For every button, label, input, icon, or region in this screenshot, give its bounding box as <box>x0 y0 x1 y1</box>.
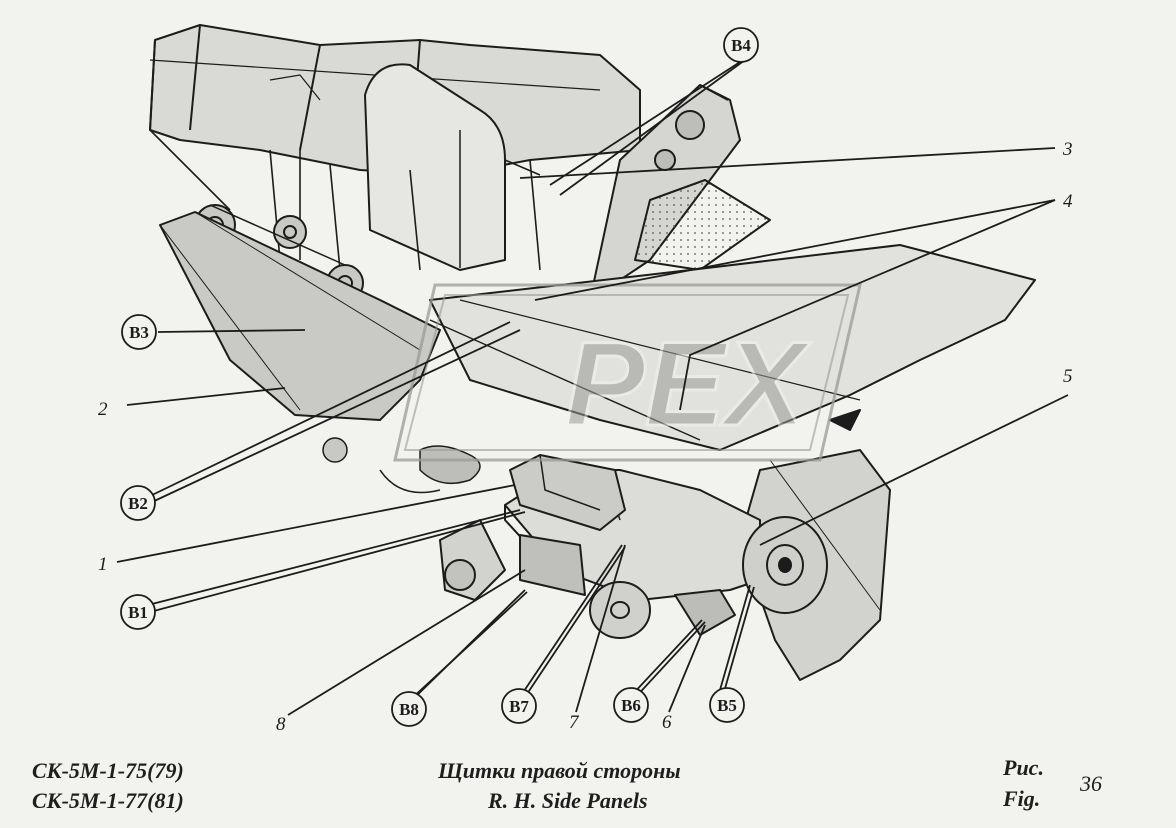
model-line-2: СК-5М-1-77(81) <box>32 788 184 813</box>
support-leg <box>439 519 506 601</box>
watermark-text: PEX <box>565 317 812 451</box>
svg-text:B7: B7 <box>509 697 529 716</box>
figure-title-ru: Щитки правой стороны <box>438 758 681 783</box>
model-line-1: СК-5М-1-75(79) <box>32 758 184 783</box>
fig-label-en: Fig. <box>1003 786 1041 811</box>
callout-b1: B1 <box>120 594 156 630</box>
svg-text:B1: B1 <box>128 603 148 622</box>
callout-b2: B2 <box>120 485 156 521</box>
left-side-panel <box>159 211 441 421</box>
plate-b6 <box>674 589 736 636</box>
label-4: 4 <box>1063 191 1073 212</box>
figure-number: 36 <box>1080 771 1102 796</box>
leader-lines <box>116 59 1069 716</box>
label-8: 8 <box>276 714 286 735</box>
figure-title-en: R. H. Side Panels <box>488 788 648 813</box>
engine-cover <box>364 63 506 271</box>
frame-struts <box>149 129 541 271</box>
label-1: 1 <box>98 554 108 575</box>
label-7: 7 <box>569 712 580 733</box>
svg-text:B6: B6 <box>621 696 641 715</box>
svg-text:B3: B3 <box>129 323 149 342</box>
lower-drive-wheel <box>589 581 651 639</box>
fig-label-ru: Рис. <box>1003 755 1044 780</box>
machine-drawing <box>149 24 1036 681</box>
svg-text:B2: B2 <box>128 494 148 513</box>
callout-b3: B3 <box>121 314 157 350</box>
callout-b7: B7 <box>501 688 537 724</box>
label-3: 3 <box>1062 139 1073 160</box>
callout-b6: B6 <box>613 687 649 723</box>
svg-text:B5: B5 <box>717 696 737 715</box>
watermark: PEX <box>393 283 862 462</box>
right-pulley <box>742 516 828 614</box>
perforated-panel <box>634 179 771 271</box>
label-5: 5 <box>1063 366 1073 387</box>
callout-b8: B8 <box>391 691 427 727</box>
label-2: 2 <box>98 399 108 420</box>
spring-assembly <box>322 437 481 494</box>
svg-text:B4: B4 <box>731 36 751 55</box>
callout-b4: B4 <box>723 27 759 63</box>
svg-text:B8: B8 <box>399 700 419 719</box>
shield-box-b1 <box>509 454 626 531</box>
bracket-b8 <box>519 534 586 596</box>
label-6: 6 <box>662 712 672 733</box>
callout-b5: B5 <box>709 687 745 723</box>
feeder-housing <box>429 244 1036 451</box>
